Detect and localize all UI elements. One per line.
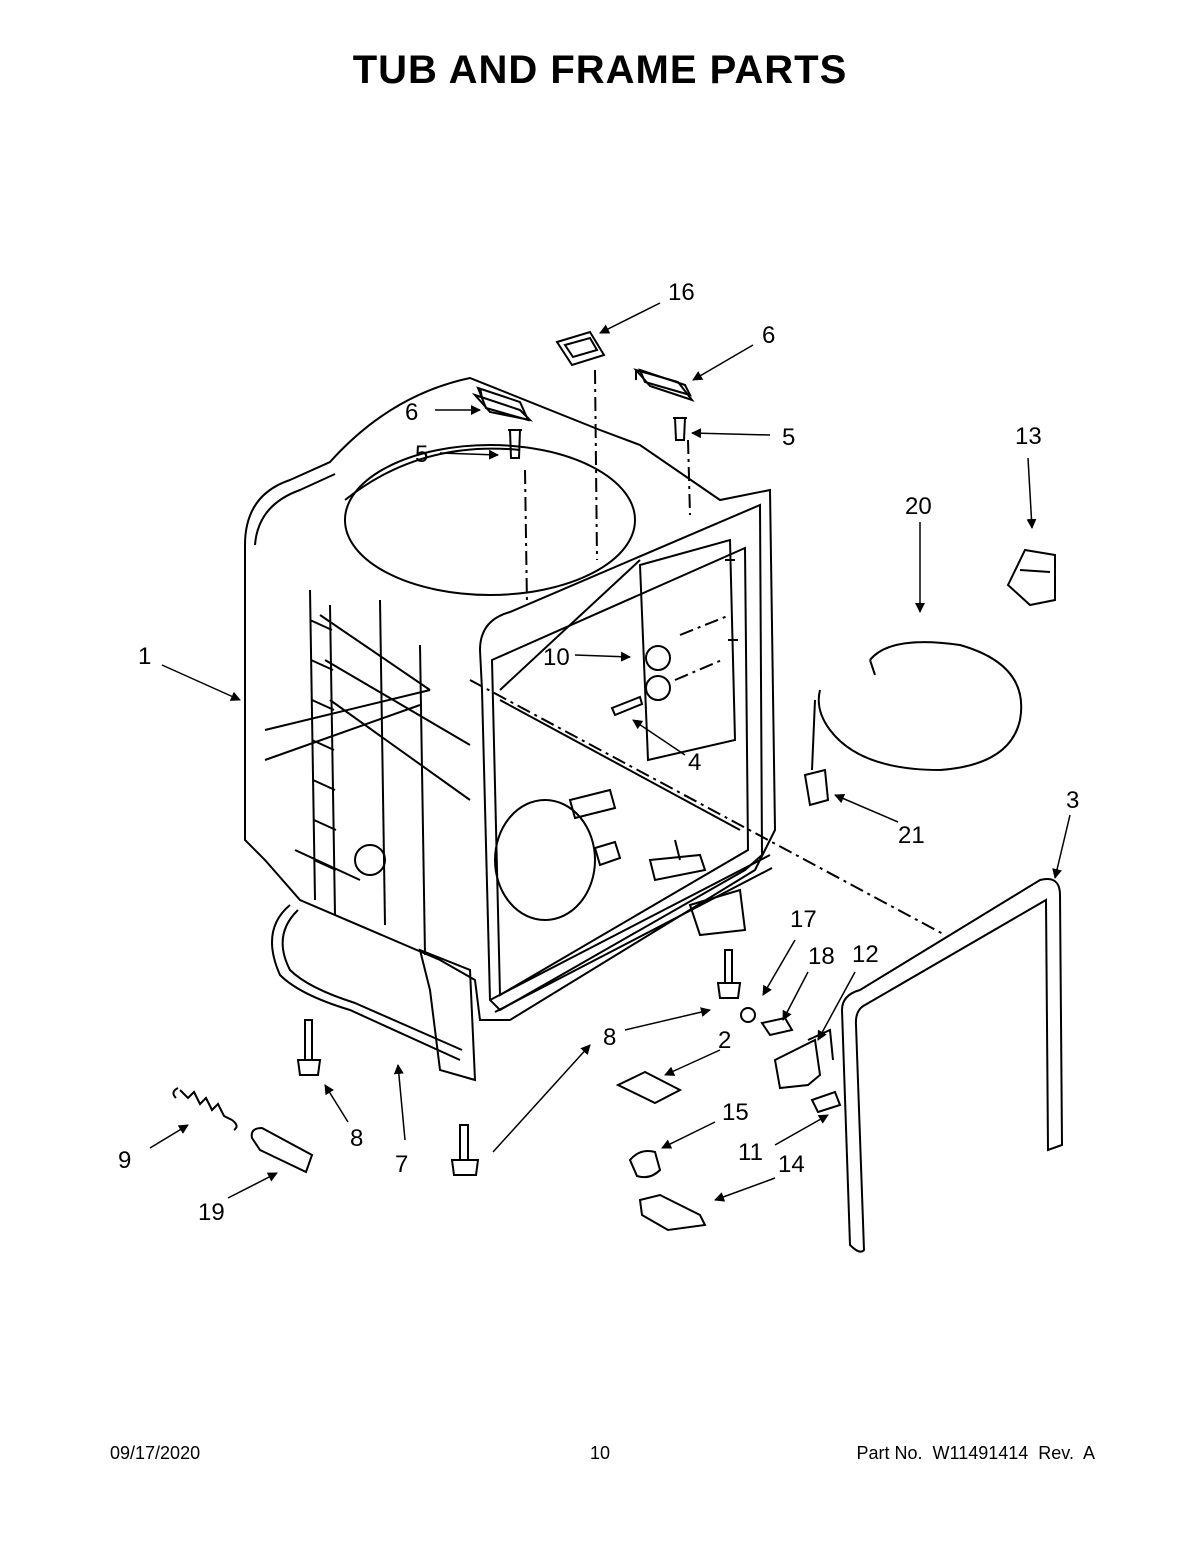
part-6-bracket-right xyxy=(633,368,695,402)
alignment-lines xyxy=(469,369,946,936)
callout-7: 7 xyxy=(395,1151,408,1178)
part-11-screw xyxy=(810,1090,842,1114)
part-15-switch xyxy=(628,1150,662,1179)
callout-6-left: 6 xyxy=(405,399,418,426)
part-8-leg-right xyxy=(716,949,742,999)
callout-1: 1 xyxy=(138,643,151,670)
callout-8-right: 8 xyxy=(603,1024,616,1051)
part-5-screw-right xyxy=(673,417,687,441)
part-10-grommet-a xyxy=(645,645,671,671)
part-19-pad xyxy=(250,1126,314,1174)
part-21-sensor xyxy=(803,699,830,807)
callout-18: 18 xyxy=(808,943,835,970)
part-18-screw xyxy=(760,1016,794,1037)
part-8-leg-left xyxy=(296,1019,322,1076)
callout-11: 11 xyxy=(738,1139,763,1166)
callout-labels: 16 6 6 5 5 13 20 1 10 4 21 3 17 18 12 8 … xyxy=(118,279,1079,1226)
part-4-screw xyxy=(610,695,644,717)
callout-17: 17 xyxy=(790,906,817,933)
part-10-grommet-b xyxy=(645,675,671,701)
part-16-clip xyxy=(555,330,606,367)
part-3-gasket xyxy=(840,878,1064,1253)
callout-3: 3 xyxy=(1066,787,1079,814)
part-14-bracket xyxy=(638,1193,707,1232)
callout-10: 10 xyxy=(543,644,570,671)
part-13-bracket xyxy=(1006,548,1056,607)
callout-4: 4 xyxy=(688,749,701,776)
callout-6-right: 6 xyxy=(762,322,775,349)
callout-8-left: 8 xyxy=(350,1125,363,1152)
part-20-wire-harness xyxy=(817,641,1023,772)
callout-16: 16 xyxy=(668,279,695,306)
callout-19: 19 xyxy=(198,1199,225,1226)
page-title: TUB AND FRAME PARTS xyxy=(352,48,848,92)
callout-20: 20 xyxy=(905,493,932,520)
tub-assembly xyxy=(244,368,777,1082)
callout-9: 9 xyxy=(118,1147,131,1174)
part-8-leg-center xyxy=(450,1124,480,1176)
footer-part-number: Part No. W11491414 Rev. A xyxy=(856,1443,1095,1463)
callout-13: 13 xyxy=(1015,423,1042,450)
footer-page-number: 10 xyxy=(590,1443,611,1463)
callout-21: 21 xyxy=(898,822,925,849)
callout-2: 2 xyxy=(718,1027,731,1054)
part-9-spring xyxy=(172,1087,238,1131)
footer-date: 09/17/2020 xyxy=(110,1443,201,1463)
callout-5-right: 5 xyxy=(782,424,795,451)
callout-14: 14 xyxy=(778,1151,805,1178)
callout-12: 12 xyxy=(852,941,879,968)
part-12-bracket xyxy=(773,1028,834,1090)
part-17-washer xyxy=(740,1007,756,1023)
part-6-bracket-left xyxy=(476,386,530,422)
leader-lines xyxy=(149,302,1071,1202)
callout-15: 15 xyxy=(722,1099,749,1126)
callout-5-left: 5 xyxy=(415,441,428,468)
part-5-screw-left xyxy=(508,429,522,459)
part-2-pad xyxy=(615,1070,683,1105)
